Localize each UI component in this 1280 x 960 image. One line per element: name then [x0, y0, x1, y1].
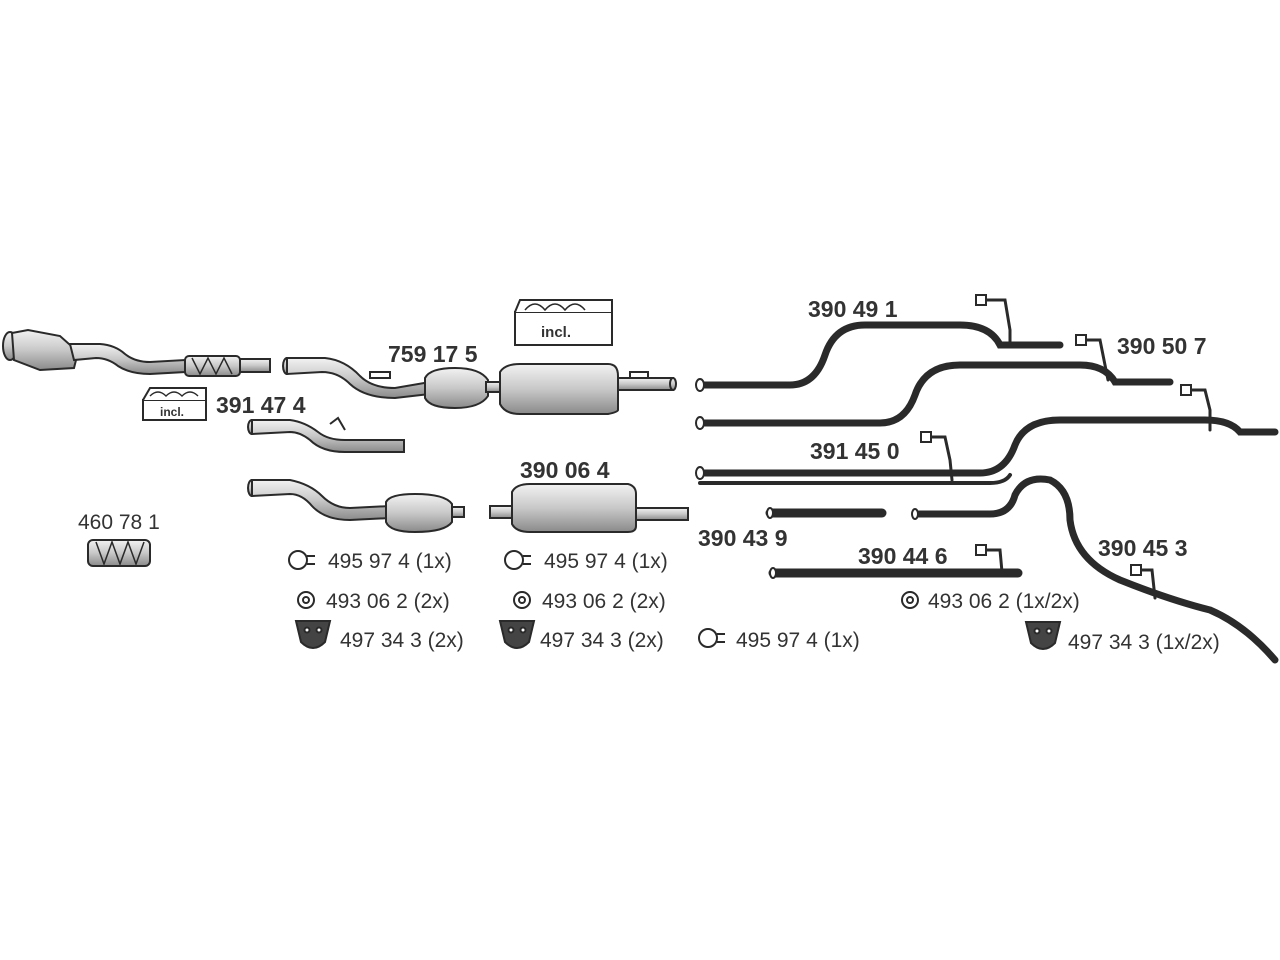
mounting-kit-box-icon [514, 299, 613, 346]
pipe-end-caps [695, 294, 1192, 579]
rubber-hanger-icon [294, 620, 332, 649]
clamp-ring-icon [698, 628, 725, 648]
part-number-390-49-1: 390 49 1 [808, 296, 898, 322]
accessory-clamp-2: 495 97 4 (1x) [544, 550, 668, 573]
clamp-ring-icon [504, 550, 531, 570]
part-number-390-45-3: 390 45 3 [1098, 535, 1188, 561]
clamp-ring-icon [288, 550, 315, 570]
middle-pipe-catalyst [282, 357, 501, 410]
part-number-391-47-4: 391 47 4 [216, 392, 306, 418]
part-number-390-43-9: 390 43 9 [698, 525, 788, 551]
part-number-391-45-0: 391 45 0 [810, 438, 900, 464]
part-number-460-78-1: 460 78 1 [78, 511, 160, 534]
tail-pipes [696, 298, 1279, 664]
accessory-hanger-2: 497 34 3 (2x) [540, 629, 664, 652]
front-pipe-catalyst [2, 328, 271, 377]
accessory-clamp-1: 495 97 4 (1x) [328, 550, 452, 573]
incl-label-large: incl. [541, 324, 571, 341]
rubber-ring-icon [513, 591, 531, 609]
accessory-ring-3: 493 06 2 (1x/2x) [928, 590, 1080, 613]
part-number-390-44-6: 390 44 6 [858, 543, 948, 569]
part-number-390-06-4: 390 06 4 [520, 457, 610, 483]
rubber-ring-icon [901, 591, 919, 609]
pipe-391-47-4 [247, 416, 405, 453]
rubber-hanger-icon [1024, 621, 1062, 650]
part-number-390-50-7: 390 50 7 [1117, 333, 1207, 359]
rubber-hanger-icon [498, 620, 536, 649]
part-number-759-17-5: 759 17 5 [388, 341, 478, 367]
accessory-hanger-1: 497 34 3 (2x) [340, 629, 464, 652]
accessory-ring-1: 493 06 2 (2x) [326, 590, 450, 613]
flex-pipe-icon [87, 539, 151, 567]
pipe-with-catalyst-lower [247, 479, 465, 534]
mounting-kit-box-icon [142, 387, 207, 421]
incl-label-small: incl. [160, 405, 184, 419]
rear-muffler-top [499, 363, 677, 415]
accessory-hanger-3: 497 34 3 (1x/2x) [1068, 631, 1220, 654]
rubber-ring-icon [297, 591, 315, 609]
rear-muffler-lower [489, 483, 689, 533]
accessory-clamp-3: 495 97 4 (1x) [736, 629, 860, 652]
accessory-ring-2: 493 06 2 (2x) [542, 590, 666, 613]
